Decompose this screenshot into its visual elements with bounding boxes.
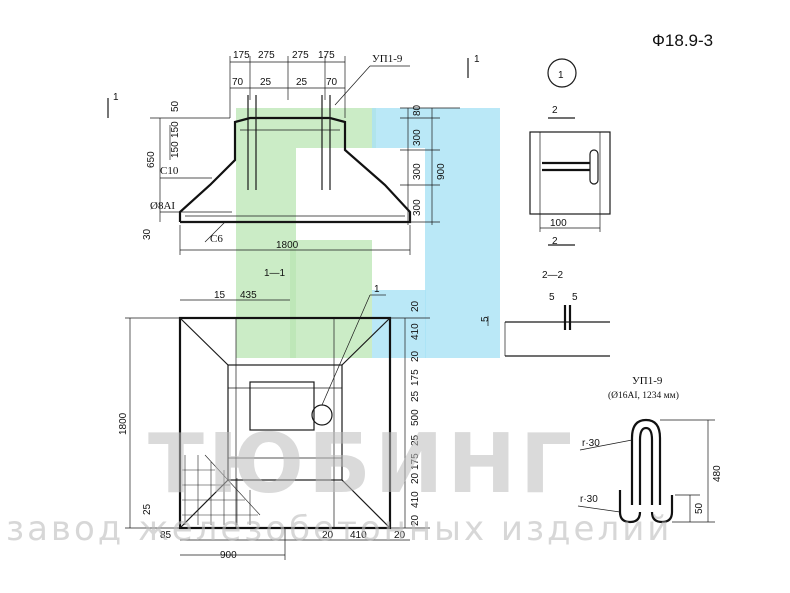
- dim-left-height: 650: [146, 151, 157, 168]
- plan-dim-bottom-1: 85: [160, 530, 172, 541]
- dim-sub-1: 70: [232, 77, 244, 88]
- plan-section-label: 1—1: [264, 268, 286, 279]
- detail-2-dim-1: 5: [549, 292, 555, 303]
- plan-dim-bottom-3: 410: [350, 530, 367, 541]
- plan-dim-right-5: 25: [410, 390, 421, 402]
- plan-dim-right-6: 500: [410, 409, 421, 426]
- dim-sub-4: 70: [326, 77, 338, 88]
- dim-right-4: 300: [412, 199, 423, 216]
- dim-bottom-small: 30: [142, 228, 153, 240]
- dim-left-3: 150: [170, 141, 181, 158]
- loop-mark-label: УП1-9: [372, 53, 403, 65]
- section-view: [107, 56, 469, 255]
- plan-dim-bottom-4: 20: [394, 530, 406, 541]
- plan-dim-left-small: 25: [142, 503, 153, 515]
- plan-dim-right-8: 175: [410, 453, 421, 470]
- loop-radius-top: r·30: [582, 438, 600, 449]
- dim-left-1: 50: [170, 100, 181, 112]
- dim-left-2: 150: [170, 121, 181, 138]
- loop-detail-spec: (Ø16АI, 1234 мм): [608, 390, 679, 401]
- detail-2-2-label: 2—2: [542, 270, 564, 281]
- plan-dim-right-1: 20: [410, 300, 421, 312]
- plan-callout: 1: [374, 284, 380, 295]
- dim-top-2: 275: [258, 50, 275, 61]
- dim-top-3: 275: [292, 50, 309, 61]
- dim-right-2: 300: [412, 129, 423, 146]
- dim-top-4: 175: [318, 50, 335, 61]
- dim-right-3: 300: [412, 163, 423, 180]
- plan-dim-right-11: 20: [410, 514, 421, 526]
- loop-detail-mark: УП1-9: [632, 375, 663, 387]
- detail-1-marker: 1: [558, 70, 564, 81]
- plan-dim-top-2: 435: [240, 290, 257, 301]
- sheet-title: Ф18.9-3: [652, 31, 713, 50]
- label-concrete-bottom: С6: [210, 233, 223, 245]
- plan-dim-right-10: 410: [410, 491, 421, 508]
- detail-1-cut-bottom: 2: [552, 236, 558, 247]
- loop-leg: 50: [694, 502, 705, 514]
- cut-marker-left: 1: [113, 92, 119, 103]
- detail-1-width: 100: [550, 218, 567, 229]
- loop-radius-bottom: r·30: [580, 494, 598, 505]
- plan-dim-right-2: 410: [410, 323, 421, 340]
- dim-sub-3: 25: [296, 77, 308, 88]
- watermark-tagline: завод железобетонных изделий: [6, 509, 672, 549]
- plan-dim-right-3: 20: [410, 350, 421, 362]
- plan-dim-right-4: 175: [410, 369, 421, 386]
- plan-dimensions: 1—1 15 435 1800 25 20 410 20 175 25 500 …: [118, 268, 421, 561]
- watermark-brand: ТЮБИНГ: [148, 417, 576, 512]
- plan-dim-bottom-2: 20: [322, 530, 334, 541]
- watermark-logo: [236, 108, 500, 358]
- section-dimensions: 175 275 275 175 70 25 25 70 УП1-9 650 50…: [113, 50, 480, 251]
- loop-detail: УП1-9 (Ø16АI, 1234 мм) r·30 r·30 480 50: [577, 375, 723, 524]
- label-concrete-top: С10: [160, 165, 179, 177]
- plan-dim-right-7: 25: [410, 434, 421, 446]
- dim-right-total: 900: [436, 163, 447, 180]
- loop-height: 480: [712, 465, 723, 482]
- plan-dim-top-1: 15: [214, 290, 226, 301]
- detail-1: 1 2 2 100 2—2 5 5 5: [480, 58, 611, 357]
- dim-right-1: 80: [412, 104, 423, 116]
- detail-2-dim-2: 5: [572, 292, 578, 303]
- plan-view: [125, 294, 430, 560]
- plan-dim-right-9: 20: [410, 472, 421, 484]
- label-rebar: Ø8АI: [150, 200, 175, 212]
- dim-top-1: 175: [233, 50, 250, 61]
- dim-sub-2: 25: [260, 77, 272, 88]
- plan-dim-bottom-total: 900: [220, 550, 237, 561]
- plan-dim-left: 1800: [118, 412, 129, 435]
- detail-1-cut-top: 2: [552, 105, 558, 116]
- dim-bottom-total: 1800: [276, 240, 299, 251]
- cut-marker-right: 1: [474, 54, 480, 65]
- detail-2-dim-3: 5: [480, 316, 491, 322]
